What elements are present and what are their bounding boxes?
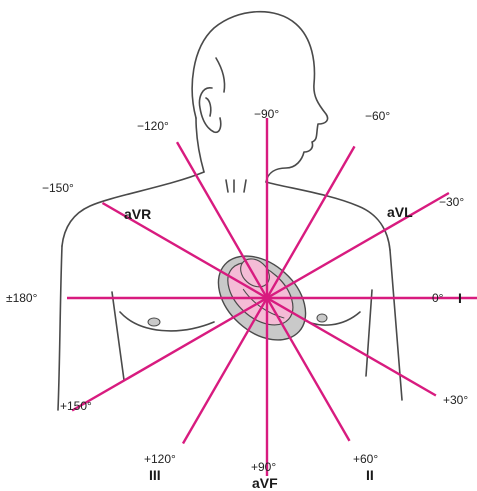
label-minus-90: −90°	[254, 108, 279, 120]
axis-120-300	[183, 146, 355, 443]
ear-detail	[206, 98, 211, 116]
torso-outline	[58, 12, 402, 410]
axis-60-240	[177, 142, 350, 441]
right-nipple	[317, 314, 327, 322]
left-pectoral	[120, 312, 214, 331]
label-pm-180: ±180°	[6, 292, 37, 304]
collar-mark	[244, 180, 246, 192]
right-arm-outline	[390, 250, 402, 400]
lead-iii: III	[149, 468, 161, 482]
right-torso-side	[366, 290, 372, 376]
lead-avl: aVL	[387, 205, 413, 219]
axis-150-330	[72, 193, 449, 411]
collar-mark	[226, 180, 228, 192]
label-plus-90: +90°	[251, 461, 276, 473]
lead-i: I	[458, 291, 462, 305]
left-nipple	[148, 318, 160, 326]
label-plus-60: +60°	[353, 453, 378, 465]
left-arm-outline	[58, 246, 62, 410]
hair-detail	[216, 58, 225, 92]
label-minus-30: −30°	[439, 196, 464, 208]
left-torso-side	[112, 292, 124, 380]
label-minus-150: −150°	[42, 182, 74, 194]
label-plus-30: +30°	[443, 394, 468, 406]
lead-ii: II	[366, 468, 374, 482]
lead-avr: aVR	[124, 207, 151, 221]
label-plus-120: +120°	[144, 453, 176, 465]
label-zero: 0°	[432, 292, 443, 304]
lead-avf: aVF	[252, 476, 278, 490]
label-minus-120: −120°	[137, 120, 169, 132]
head-outline	[192, 12, 327, 182]
label-plus-150: +150°	[60, 400, 92, 412]
label-minus-60: −60°	[365, 110, 390, 122]
neck-back	[196, 118, 204, 172]
